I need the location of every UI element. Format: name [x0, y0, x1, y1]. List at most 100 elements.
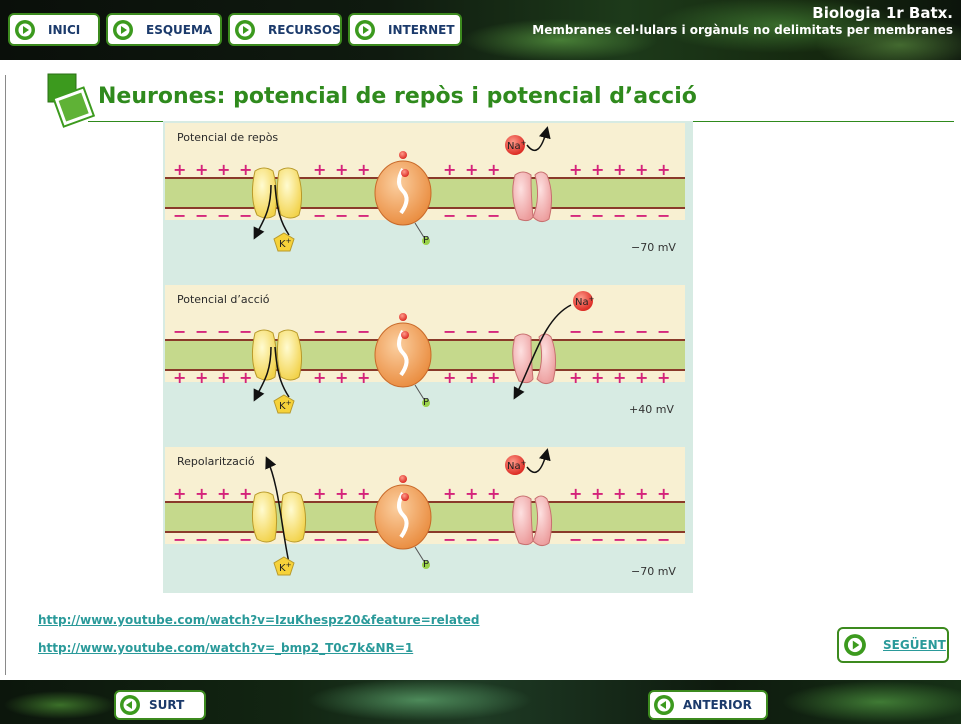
svg-text:P: P: [423, 559, 429, 570]
svg-text:+: +: [487, 160, 500, 179]
svg-text:+: +: [465, 368, 478, 387]
svg-text:+: +: [195, 484, 208, 503]
svg-text:+: +: [591, 368, 604, 387]
svg-text:−: −: [443, 530, 456, 549]
svg-text:−: −: [195, 322, 208, 341]
next-button-label: SEGÜENT: [883, 638, 946, 652]
svg-text:−: −: [357, 530, 370, 549]
svg-text:−: −: [487, 530, 500, 549]
panel-repolarization: Repolarització +++++++++++++++ −−−−−−−−−…: [165, 447, 685, 591]
membrane-voltage: −70 mV: [631, 241, 676, 254]
svg-text:−: −: [591, 206, 604, 225]
play-circle-icon: [112, 19, 134, 41]
svg-text:+: +: [657, 484, 670, 503]
panel-title: Potencial de repòs: [177, 131, 278, 144]
left-divider: [5, 75, 6, 675]
exit-button-label: SURT: [149, 698, 184, 712]
svg-text:+: +: [591, 484, 604, 503]
svg-text:−: −: [591, 322, 604, 341]
nav-button-label: RECURSOS: [268, 23, 341, 37]
svg-text:−: −: [591, 530, 604, 549]
svg-text:+: +: [335, 160, 348, 179]
svg-text:−: −: [357, 322, 370, 341]
svg-text:+: +: [591, 160, 604, 179]
nav-button-label: ESQUEMA: [146, 23, 212, 37]
svg-text:−: −: [217, 322, 230, 341]
nav-button-internet[interactable]: INTERNET: [348, 13, 462, 46]
svg-text:−: −: [173, 322, 186, 341]
svg-text:−: −: [465, 530, 478, 549]
nav-button-recursos[interactable]: RECURSOS: [228, 13, 342, 46]
svg-text:+: +: [195, 368, 208, 387]
svg-text:−: −: [313, 322, 326, 341]
svg-text:+: +: [465, 484, 478, 503]
svg-text:+: +: [239, 368, 252, 387]
svg-text:−: −: [239, 530, 252, 549]
membrane-voltage: −70 mV: [631, 565, 676, 578]
svg-text:−: −: [195, 530, 208, 549]
svg-text:−: −: [217, 530, 230, 549]
svg-text:+: +: [569, 160, 582, 179]
svg-text:−: −: [465, 206, 478, 225]
next-button[interactable]: SEGÜENT: [837, 627, 949, 663]
svg-text:+: +: [443, 484, 456, 503]
svg-text:−: −: [569, 206, 582, 225]
panel-title: Potencial d’acció: [177, 293, 270, 306]
nav-button-inici[interactable]: INICI: [8, 13, 100, 46]
panel-title: Repolarització: [177, 455, 255, 468]
page-title: Neurones: potencial de repòs i potencial…: [98, 84, 697, 109]
svg-text:+: +: [657, 160, 670, 179]
play-circle-icon: [843, 633, 867, 657]
course-header: Biologia 1r Batx. Membranes cel·lulars i…: [532, 5, 953, 39]
svg-text:P: P: [423, 235, 429, 246]
svg-text:+: +: [239, 484, 252, 503]
exit-button[interactable]: SURT: [114, 690, 206, 720]
svg-text:−: −: [173, 530, 186, 549]
svg-text:−: −: [443, 206, 456, 225]
svg-text:−: −: [613, 530, 626, 549]
svg-text:−: −: [613, 322, 626, 341]
svg-text:−: −: [173, 206, 186, 225]
svg-text:−: −: [239, 322, 252, 341]
svg-text:−: −: [635, 530, 648, 549]
course-level: 1r Batx.: [886, 4, 953, 22]
svg-text:+: +: [173, 160, 186, 179]
svg-text:−: −: [239, 206, 252, 225]
svg-text:+: +: [313, 160, 326, 179]
svg-text:P: P: [423, 397, 429, 408]
svg-text:−: −: [357, 206, 370, 225]
video-link-2[interactable]: http://www.youtube.com/watch?v=_bmp2_T0c…: [38, 641, 413, 655]
svg-text:+: +: [217, 484, 230, 503]
svg-text:+: +: [173, 368, 186, 387]
svg-text:−: −: [313, 530, 326, 549]
svg-text:+: +: [335, 484, 348, 503]
back-circle-icon: [653, 694, 675, 716]
svg-text:−: −: [613, 206, 626, 225]
svg-text:+: +: [357, 484, 370, 503]
membrane-voltage: +40 mV: [629, 403, 674, 416]
svg-text:−: −: [569, 322, 582, 341]
svg-text:+: +: [173, 484, 186, 503]
svg-text:−: −: [569, 530, 582, 549]
svg-text:+: +: [613, 160, 626, 179]
previous-button[interactable]: ANTERIOR: [648, 690, 768, 720]
svg-text:+: +: [487, 368, 500, 387]
svg-text:+: +: [613, 484, 626, 503]
svg-text:+: +: [195, 160, 208, 179]
nav-button-label: INTERNET: [388, 23, 455, 37]
video-link-1[interactable]: http://www.youtube.com/watch?v=IzuKhespz…: [38, 613, 480, 627]
svg-text:−: −: [195, 206, 208, 225]
panel-resting: Potencial de repòs +++++++++++++++ −−−−−…: [165, 123, 685, 267]
svg-text:+: +: [657, 368, 670, 387]
stacked-squares-icon: [40, 72, 98, 128]
svg-text:+: +: [357, 368, 370, 387]
svg-text:−: −: [657, 206, 670, 225]
svg-text:+: +: [487, 484, 500, 503]
svg-text:+: +: [613, 368, 626, 387]
play-circle-icon: [234, 19, 256, 41]
nav-button-esquema[interactable]: ESQUEMA: [106, 13, 222, 46]
svg-text:+: +: [443, 160, 456, 179]
svg-text:+: +: [569, 484, 582, 503]
svg-text:−: −: [635, 322, 648, 341]
svg-text:+: +: [335, 368, 348, 387]
